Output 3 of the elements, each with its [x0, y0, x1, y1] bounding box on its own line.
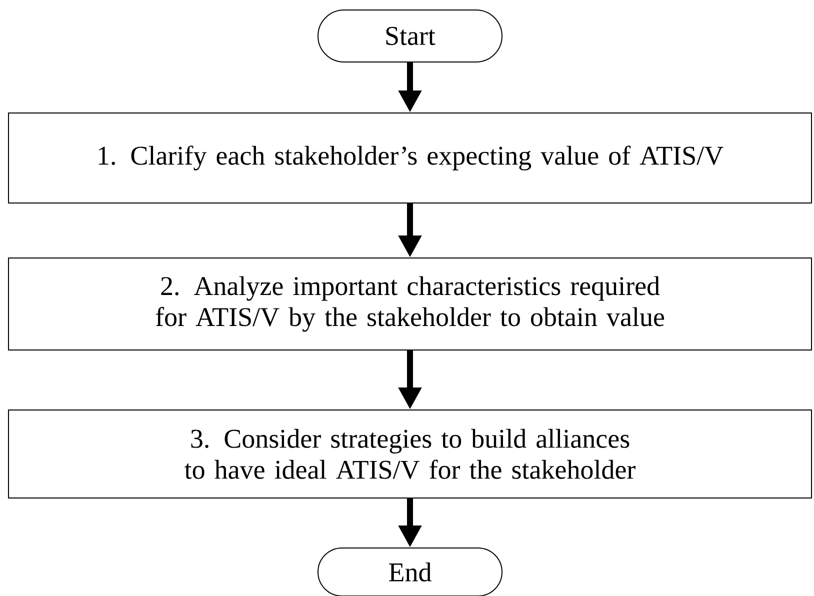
process-box: 2. Analyze important characteristics required for ATIS/V by the stakeholder to obtain value — [8, 258, 812, 350]
process-box: 1. Clarify each stakeholder’s expecting value of ATIS/V — [8, 112, 812, 204]
process-box: 3. Consider strategies to build alliances to have ideal ATIS/V for the stakeholder — [8, 410, 812, 498]
